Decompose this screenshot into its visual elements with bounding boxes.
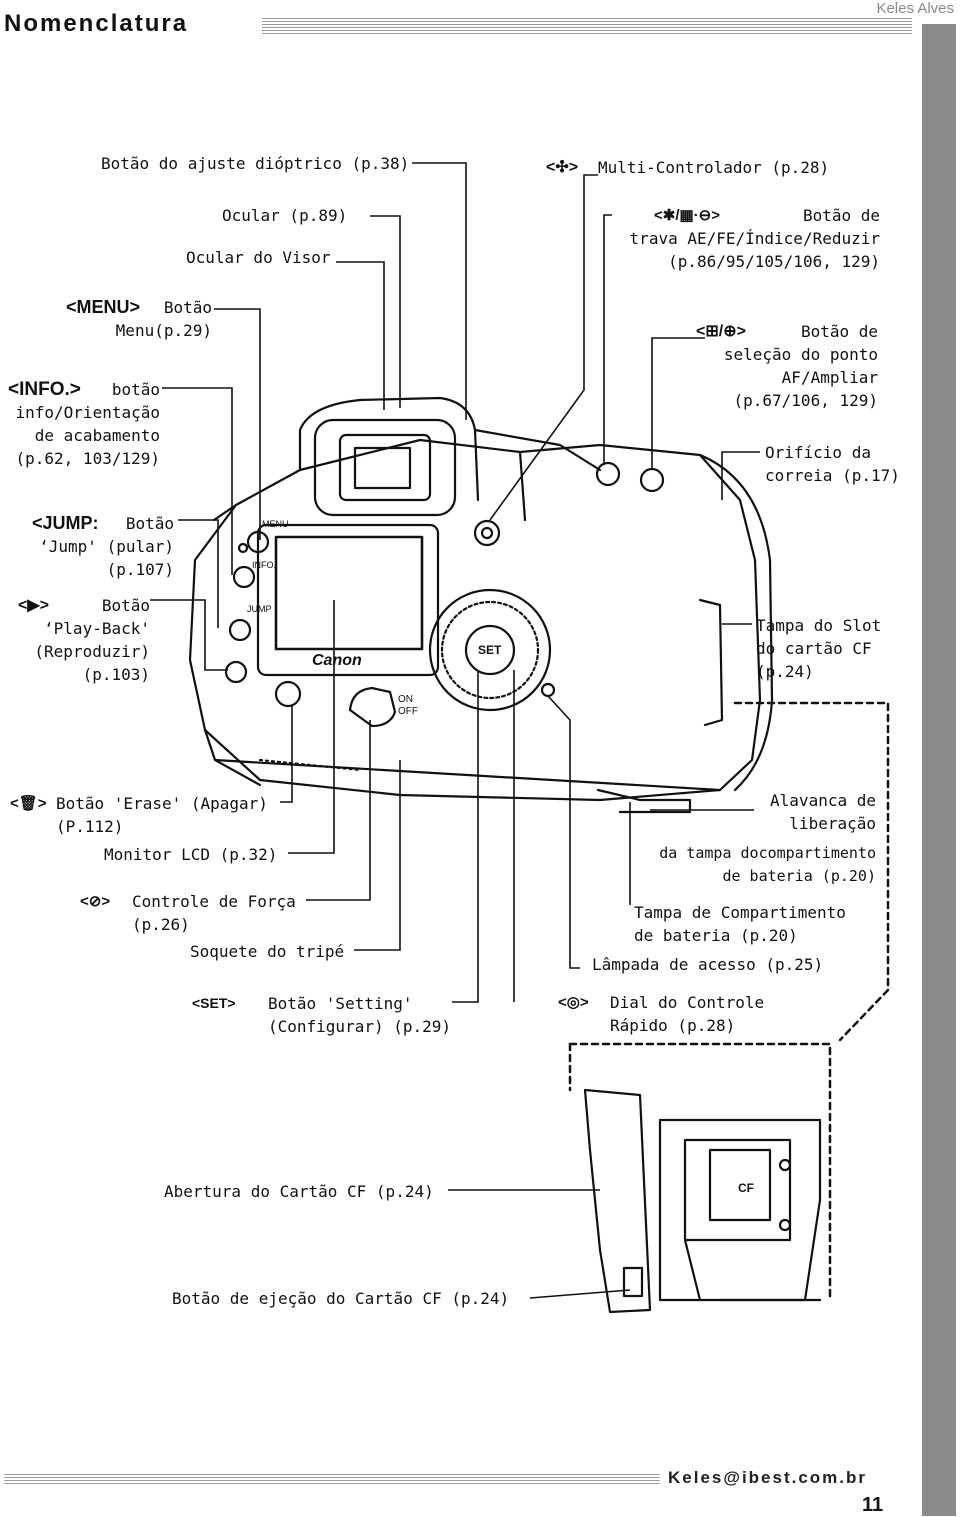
set-button-icon: <SET> [192,995,236,1011]
set-button-label: Botão 'Setting' (Configurar) (p.29) [268,994,452,1036]
power-switch-label: Controle de Força (p.26) [132,892,296,934]
playback-button-label: Botão ‘Play-Back' (Reproduzir) (p.103) [34,596,150,684]
info-icon: <INFO.> [8,379,81,400]
camera-off-text: OFF [398,706,418,717]
header-rule [262,18,912,34]
info-button-label: botão info/Orientação de acabamento (p.6… [15,380,161,468]
power-switch-icon: <⊘> [80,893,111,910]
menu-icon: <MENU> [66,297,141,317]
quick-control-dial-label: Dial do Controle Rápido (p.28) [610,993,765,1035]
access-lamp-label: Lâmpada de acesso (p.25) [592,955,824,974]
page-number: 11 [862,1494,884,1516]
jump-button-label: Botão ‘Jump' (pular) (p.107) [39,514,174,579]
multi-controller-icon: <✣> [546,159,579,176]
erase-button-label: Botão 'Erase' (Apagar) (P.112) [56,794,268,836]
jump-icon: <JUMP: [32,513,99,533]
cf-slot-cover-label: Tampa do Slot do cartão CF (p.24) [756,616,882,681]
quick-control-dial-icon: <◎> [558,994,589,1011]
viewfinder-eyepiece-label: Ocular do Visor [186,248,331,267]
cf-eject-button-label: Botão de ejeção do Cartão CF (p.24) [172,1289,510,1308]
af-point-icon: <⊞/⊕> [696,323,746,340]
eyepiece-label: Ocular (p.89) [222,206,348,225]
cf-card-slot-label: Abertura do Cartão CF (p.24) [164,1182,434,1201]
footer-email: Keles@ibest.com.br [668,1468,868,1487]
camera-cf-text: CF [738,1181,754,1195]
camera-on-text: ON [398,694,413,705]
battery-release-lever-sublabel: da tampa docompartimento de bateria (p.2… [659,844,876,885]
af-point-button-label: Botão de seleção do ponto AF/Ampliar (p.… [723,322,878,410]
ae-lock-icon: <✱/▦·⊖> [654,207,720,224]
dioptric-adjust-label: Botão do ajuste dióptrico (p.38) [101,154,410,173]
multi-controller-label: Multi-Controlador (p.28) [598,158,830,177]
author-name: Keles Alves [876,0,954,17]
battery-cover-label: Tampa de Compartimento de bateria (p.20) [634,903,846,945]
playback-icon: <▶> [18,597,49,614]
tripod-socket-label: Soquete do tripé [190,942,345,961]
page-title: Nomenclatura [4,10,189,37]
erase-icon: <🗑> [10,795,47,812]
camera-brand-text: Canon [312,652,362,669]
camera-menu-text: MENU [262,519,289,529]
page-side-bar [922,24,956,1516]
lcd-monitor-label: Monitor LCD (p.32) [104,845,278,864]
ae-lock-button-label: Botão de trava AE/FE/Índice/Reduzir (p.8… [629,206,880,271]
battery-release-lever-label: Alavanca de liberação [770,791,876,833]
strap-mount-label: Orifício da correia (p.17) [765,443,900,485]
camera-info-text: INFO. [252,560,276,570]
footer-rule [4,1474,660,1486]
camera-jump-text: JUMP [247,604,272,614]
camera-set-text: SET [478,643,502,657]
menu-button-label: Botão Menu(p.29) [115,298,212,340]
